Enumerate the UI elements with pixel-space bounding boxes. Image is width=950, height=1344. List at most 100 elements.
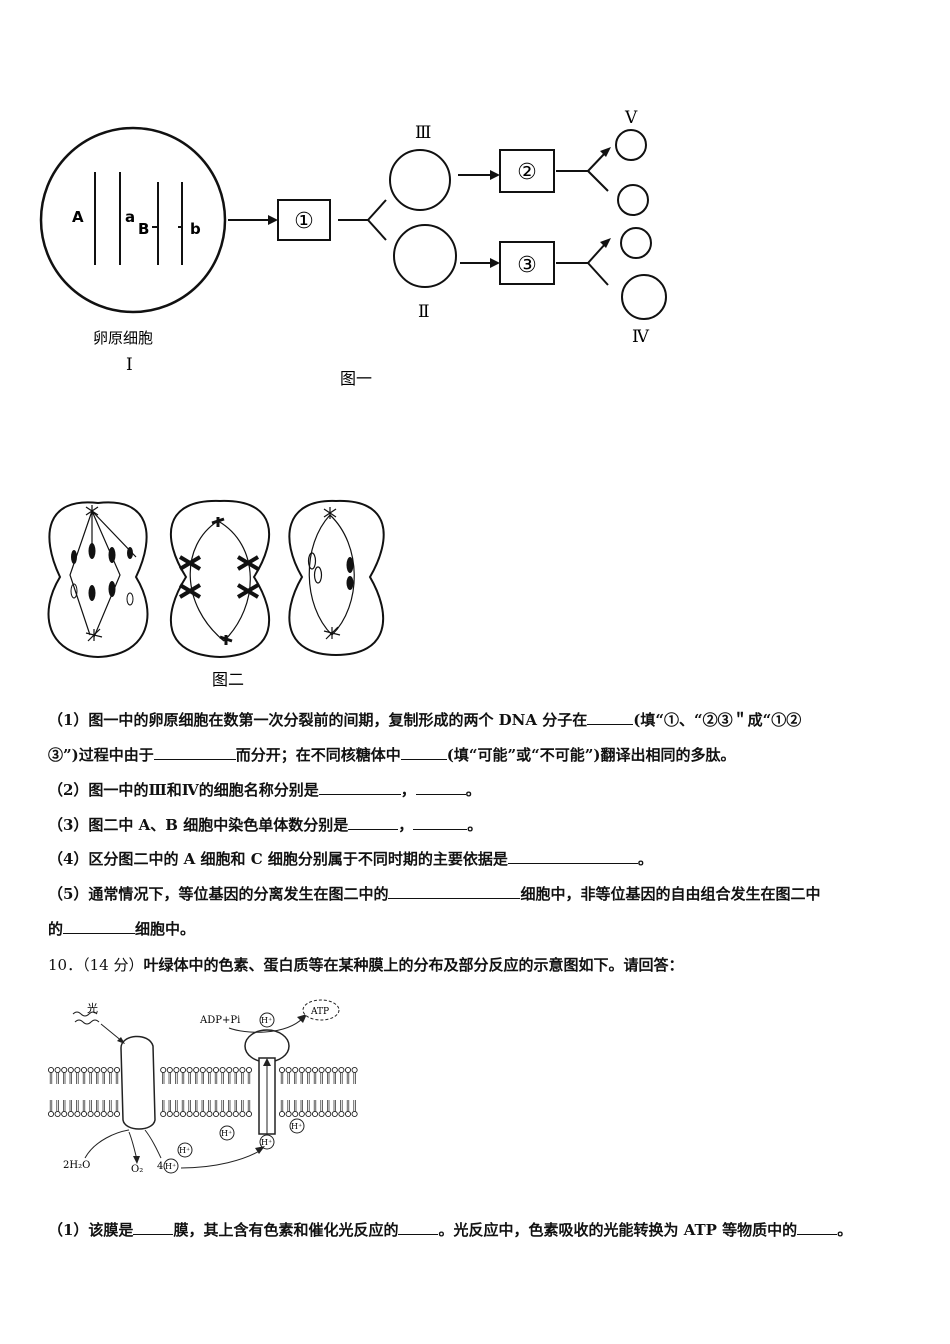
four-label: 4	[157, 1161, 163, 1172]
lipid-molecule	[245, 1066, 253, 1085]
answer-blank[interactable]	[348, 815, 399, 830]
atp-label: ATP	[310, 1007, 329, 1017]
lipid-molecule	[173, 1066, 180, 1085]
h-ion-c: H⁺	[261, 1138, 272, 1147]
h-ion-b: H⁺	[179, 1146, 190, 1155]
lipid-molecule	[173, 1099, 180, 1118]
cell-A-outline	[47, 501, 149, 659]
cell-V	[615, 129, 647, 161]
lipid-molecule	[179, 1066, 187, 1085]
atp-burst	[302, 999, 340, 1021]
label-V: Ⅴ	[624, 108, 638, 128]
question-10-stem: 10．（14 分）叶绿体中的色素、蛋白质等在某种膜上的分布及部分反应的示意图如下…	[48, 956, 684, 974]
cell-B-outline	[169, 499, 271, 659]
answer-blank[interactable]	[63, 919, 136, 934]
answer-blank[interactable]	[400, 745, 447, 760]
answer-blank[interactable]	[398, 1220, 439, 1235]
cell-II	[393, 224, 457, 288]
label-IV: Ⅳ	[632, 327, 650, 347]
h-ion-e: H⁺	[165, 1162, 176, 1171]
answer-blank[interactable]	[415, 780, 466, 795]
lipid-molecule	[239, 1099, 246, 1118]
lipid-molecule	[80, 1066, 88, 1085]
lipid-molecule	[325, 1066, 332, 1085]
h-ion-d: H⁺	[291, 1122, 302, 1131]
label-II: Ⅱ	[418, 302, 430, 322]
answer-blank[interactable]	[388, 884, 521, 899]
lipid-bilayer	[47, 1066, 358, 1118]
lipid-molecule	[338, 1066, 345, 1085]
cell-III	[389, 149, 451, 211]
lipid-molecule	[61, 1066, 68, 1085]
lipid-molecule	[232, 1066, 239, 1085]
lipid-molecule	[285, 1066, 292, 1085]
lipid-molecule	[331, 1066, 338, 1085]
lipid-molecule	[245, 1099, 253, 1118]
lipid-molecule	[351, 1099, 358, 1118]
lipid-molecule	[80, 1099, 88, 1118]
lipid-molecule	[61, 1099, 68, 1118]
process-label-1: ①	[294, 209, 314, 234]
cell-small-3	[620, 227, 652, 259]
lipid-molecule	[344, 1099, 352, 1118]
lipid-molecule	[325, 1099, 332, 1118]
lipid-molecule	[160, 1066, 167, 1085]
oogonium-cell	[39, 126, 227, 314]
cell-I-label: Ⅰ	[126, 355, 133, 375]
lipid-molecule	[226, 1099, 233, 1118]
lipid-molecule	[318, 1066, 325, 1085]
oogonium-caption: 卵原细胞	[93, 329, 153, 347]
lipid-molecule	[351, 1066, 358, 1085]
lipid-molecule	[232, 1099, 239, 1118]
lipid-molecule	[239, 1066, 246, 1085]
lipid-molecule	[331, 1099, 338, 1118]
lipid-molecule	[113, 1099, 121, 1118]
cell-B-chromosomes	[178, 555, 260, 599]
lipid-molecule	[166, 1066, 173, 1085]
lipid-molecule	[298, 1099, 305, 1118]
answer-blank[interactable]	[797, 1220, 838, 1235]
lipid-molecule	[311, 1099, 319, 1118]
lipid-molecule	[160, 1099, 167, 1118]
answer-blank[interactable]	[318, 780, 401, 795]
allele-a: a	[125, 208, 135, 226]
lipid-molecule	[338, 1099, 345, 1118]
lipid-molecule	[74, 1099, 81, 1118]
lipid-molecule	[305, 1066, 312, 1085]
answer-blank[interactable]	[153, 745, 236, 760]
question-2: （2）图一中的Ⅲ和Ⅳ的细胞名称分别是，。	[48, 780, 481, 799]
lipid-molecule	[199, 1066, 206, 1085]
lipid-molecule	[292, 1066, 299, 1085]
figure-1-caption: 图一	[340, 369, 372, 388]
answer-blank[interactable]	[587, 710, 634, 725]
question-number: 10．	[48, 956, 83, 974]
lipid-molecule	[94, 1066, 101, 1085]
photosystem-protein	[120, 1035, 156, 1130]
figure-2: 图二	[47, 499, 385, 689]
h-ion-a: H⁺	[221, 1129, 232, 1138]
lipid-molecule	[94, 1099, 101, 1118]
lipid-molecule	[305, 1099, 312, 1118]
lipid-molecule	[47, 1099, 55, 1118]
cell-IV	[621, 274, 667, 320]
oxygen-label: O₂	[131, 1164, 143, 1175]
lipid-molecule	[54, 1066, 61, 1085]
answer-blank[interactable]	[133, 1220, 174, 1235]
question-1-line-1: （1）图一中的卵原细胞在数第一次分裂前的间期，复制形成的两个 DNA 分子在(填…	[48, 710, 802, 729]
lipid-molecule	[311, 1066, 319, 1085]
lipid-molecule	[278, 1099, 286, 1118]
lipid-molecule	[67, 1099, 74, 1118]
lipid-molecule	[107, 1066, 114, 1085]
question-3: （3）图二中 A、B 细胞中染色单体数分别是，。	[48, 815, 483, 834]
question-1-line-2: ③”)过程中由于而分开；在不同核糖体中(填“可能”或“不可能”)翻译出相同的多肽…	[48, 745, 736, 764]
lipid-molecule	[193, 1066, 200, 1085]
lipid-molecule	[212, 1099, 220, 1118]
lipid-molecule	[186, 1099, 193, 1118]
cell-small-2	[617, 184, 649, 216]
lipid-molecule	[67, 1066, 74, 1085]
answer-blank[interactable]	[413, 815, 468, 830]
answer-blank[interactable]	[507, 849, 638, 864]
question-5-line-1: （5）通常情况下，等位基因的分离发生在图二中的细胞中，非等位基因的自由组合发生在…	[48, 884, 821, 903]
process-box-3	[499, 241, 555, 285]
lipid-molecule	[87, 1099, 94, 1118]
